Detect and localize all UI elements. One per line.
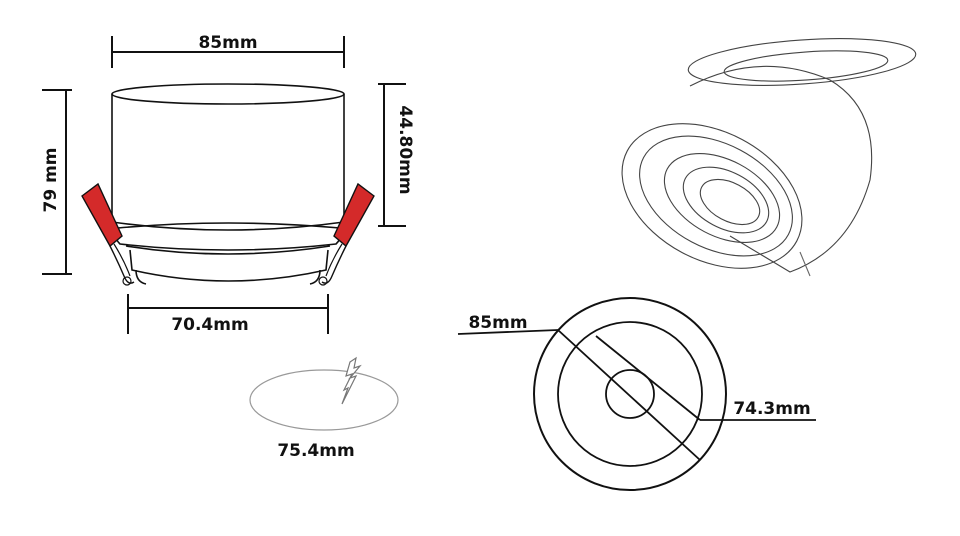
base-width-label: 70.4mm <box>171 315 248 335</box>
top-view <box>457 297 816 491</box>
base-housing <box>129 249 329 285</box>
outer-diameter-label: 85mm <box>468 313 527 333</box>
spring-clip-left <box>81 182 135 286</box>
body-height-label: 44.80mm <box>395 105 415 194</box>
inner-diameter-label: 74.3mm <box>733 399 810 419</box>
total-height-label: 79 mm <box>41 147 61 212</box>
side-view <box>42 36 406 334</box>
body-height-dimension <box>378 83 406 227</box>
cutout-label: 75.4mm <box>277 441 354 461</box>
base-width-dimension <box>127 294 329 334</box>
top-width-label: 85mm <box>198 33 257 53</box>
total-height-dimension <box>42 89 72 275</box>
perspective-view <box>621 38 917 277</box>
cylinder-body <box>111 83 345 231</box>
spring-clip-right <box>318 182 375 286</box>
top-width-dimension <box>111 36 345 68</box>
flange-ring <box>114 222 343 255</box>
cutout-notch-icon <box>341 356 362 405</box>
ceiling-cutout <box>249 356 399 431</box>
